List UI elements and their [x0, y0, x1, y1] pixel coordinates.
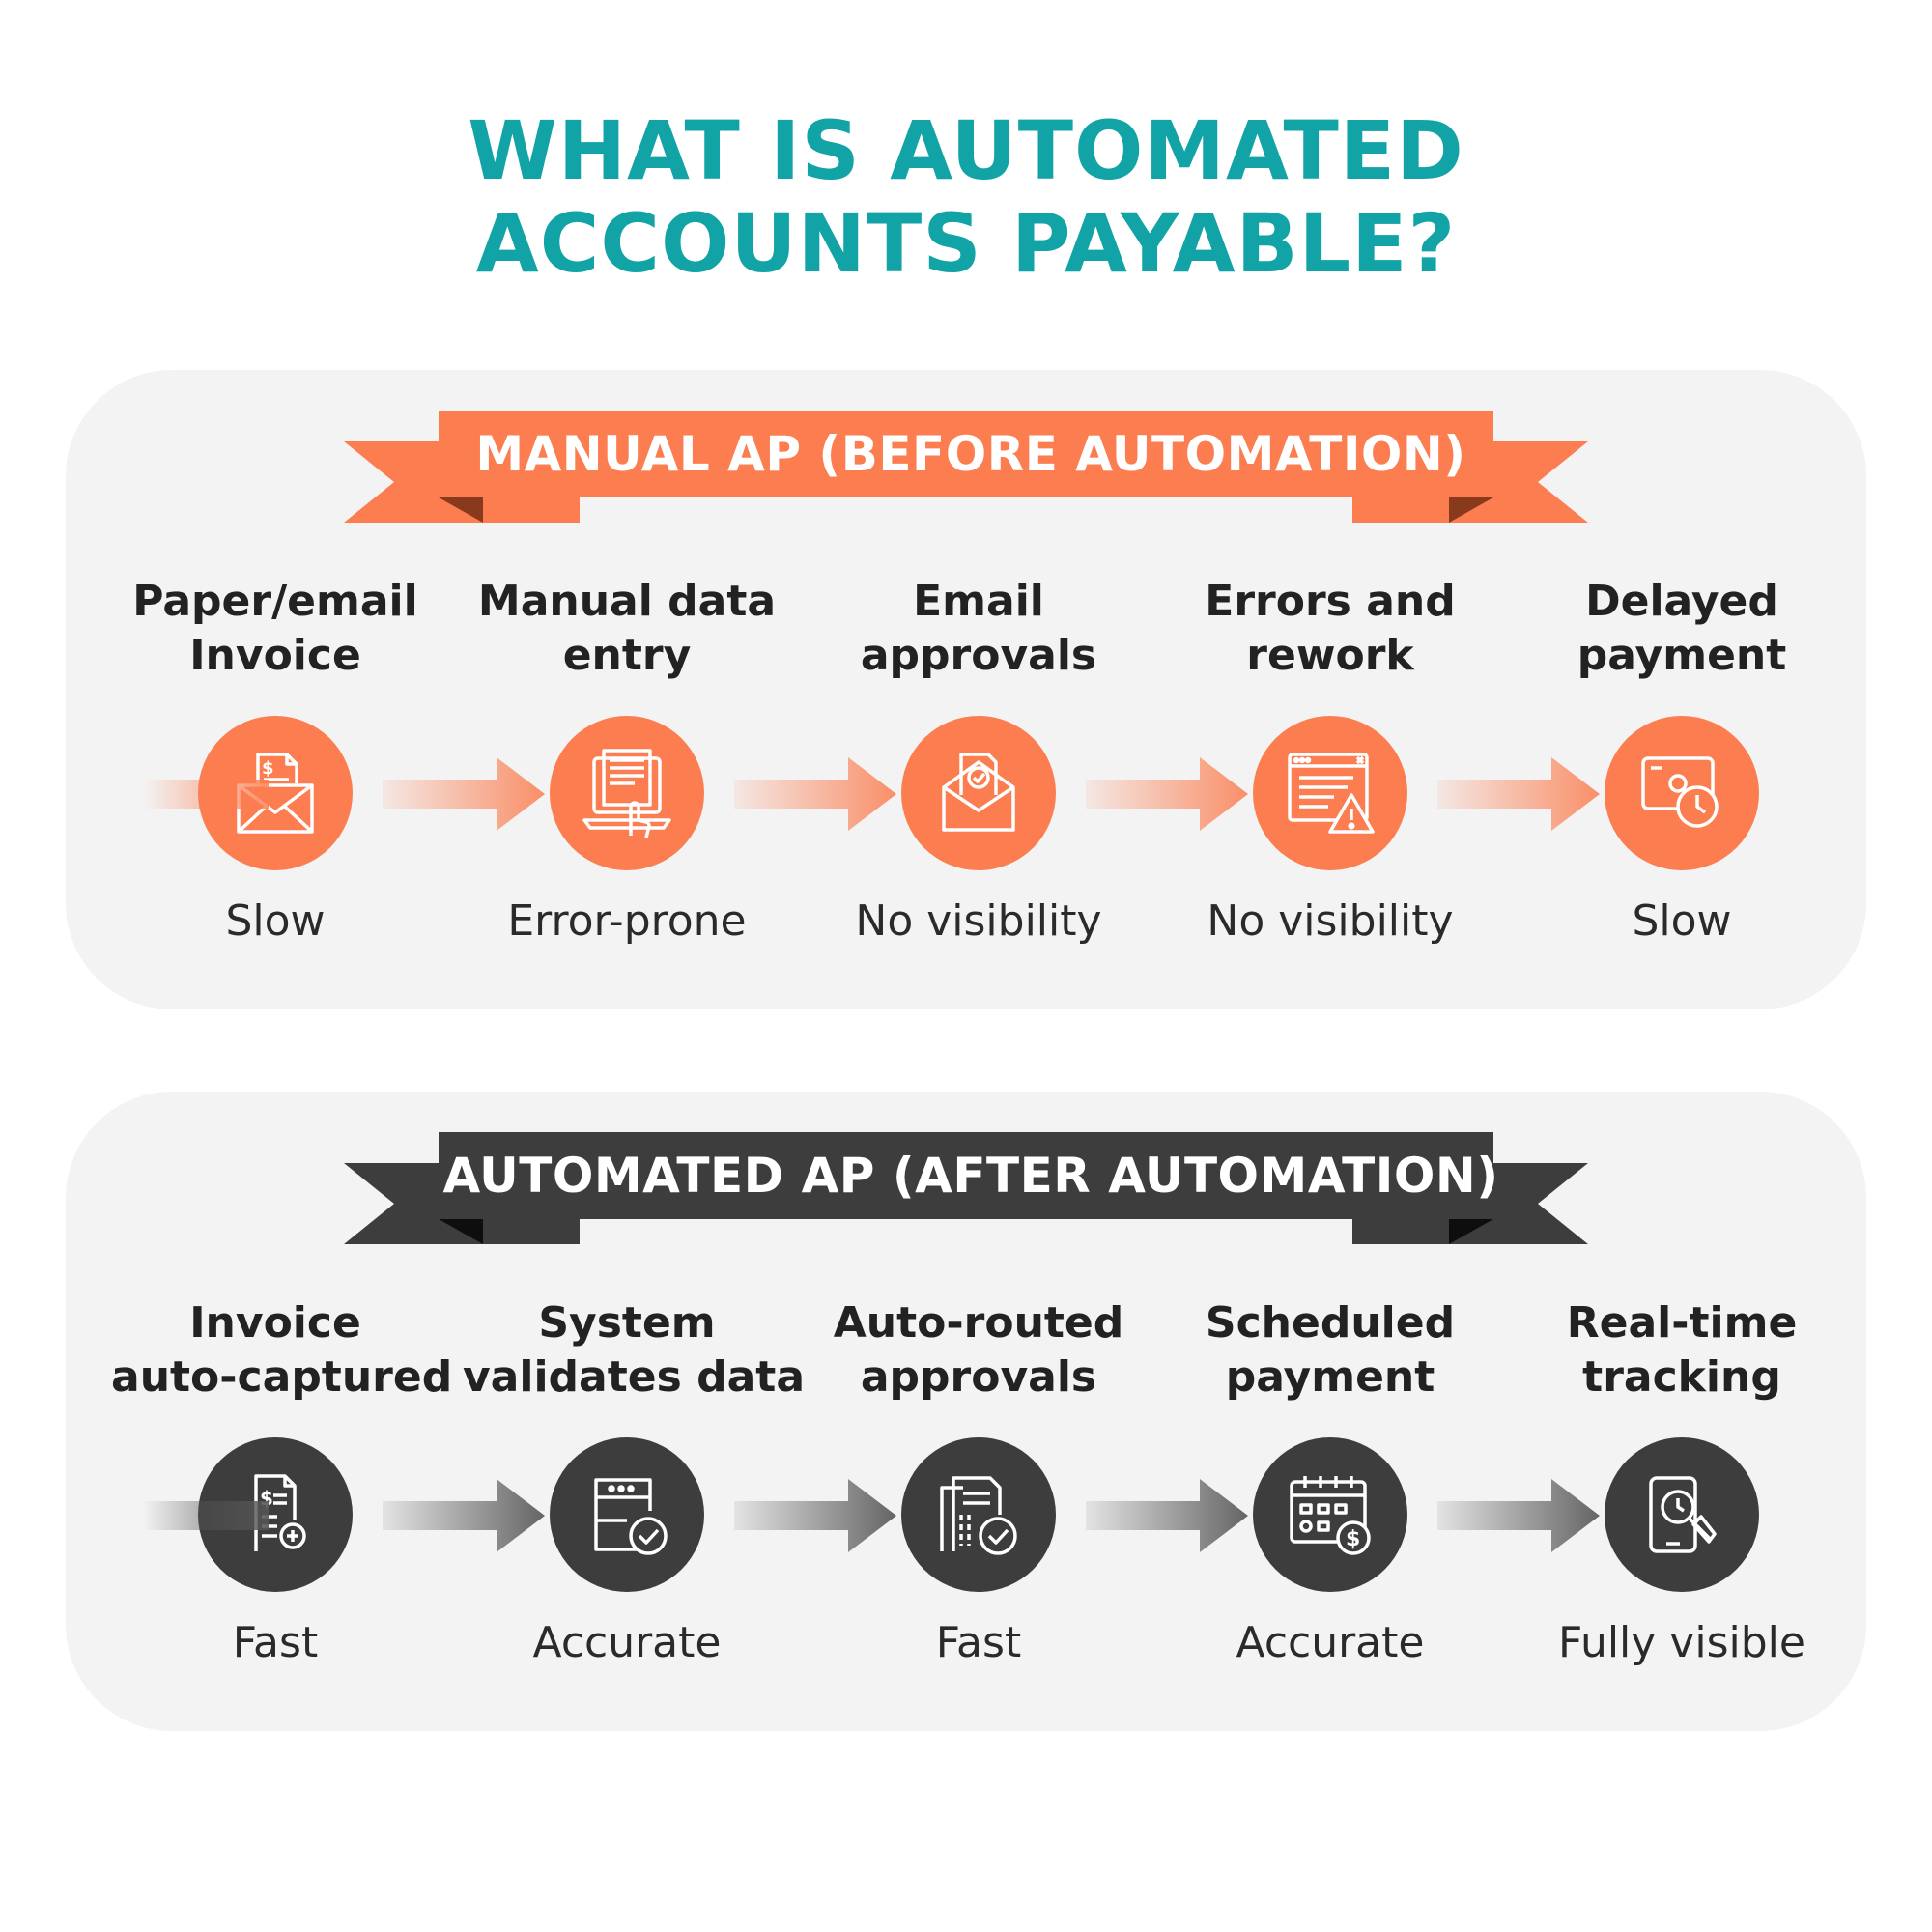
- step-result: Accurate: [532, 1618, 722, 1667]
- manual-ap-panel: MANUAL AP (BEFORE AUTOMATION) Paper/emai…: [66, 370, 1866, 1009]
- flow-arrow: [1086, 757, 1248, 831]
- lead-in-arrow: [143, 1501, 269, 1530]
- data-validation-icon: [550, 1437, 704, 1592]
- lead-in-arrow: [143, 780, 269, 809]
- scheduled-payment-icon: $: [1253, 1437, 1407, 1592]
- document-approval-icon: [901, 1437, 1056, 1592]
- flow-arrow: [383, 1479, 545, 1552]
- manual-ribbon-shape: [344, 411, 1588, 523]
- title-line-1: WHAT IS AUTOMATED: [468, 103, 1464, 198]
- flow-arrow: [1086, 1479, 1248, 1552]
- tracking-search-icon: [1605, 1437, 1759, 1592]
- automated-banner-text: AUTOMATED AP (AFTER AUTOMATION): [442, 1148, 1499, 1204]
- step-result: Fast: [935, 1618, 1022, 1667]
- step-result: Slow: [1632, 896, 1732, 946]
- automated-ap-banner: AUTOMATED AP (AFTER AUTOMATION): [66, 1092, 1866, 1246]
- manual-ap-banner: MANUAL AP (BEFORE AUTOMATION): [66, 370, 1866, 525]
- delayed-payment-icon: [1605, 716, 1759, 870]
- step-result: Slow: [225, 896, 326, 946]
- step-result: Fast: [232, 1618, 319, 1667]
- step-result: Accurate: [1236, 1618, 1425, 1667]
- flow-arrow: [383, 757, 545, 831]
- step-result: Fully visible: [1558, 1618, 1805, 1667]
- email-approval-icon: [901, 716, 1056, 870]
- page-title: WHAT IS AUTOMATED ACCOUNTS PAYABLE?: [0, 104, 1932, 290]
- flow-arrow: [1437, 1479, 1600, 1552]
- flow-arrow: [734, 757, 896, 831]
- step-result: Error-prone: [507, 896, 747, 946]
- step-result: No visibility: [855, 896, 1102, 946]
- step-result: No visibility: [1207, 896, 1454, 946]
- error-window-icon: [1253, 716, 1407, 870]
- flow-arrow: [1437, 757, 1600, 831]
- title-line-2: ACCOUNTS PAYABLE?: [475, 196, 1457, 291]
- laptop-typing-icon: [550, 716, 704, 870]
- svg-text:$: $: [1346, 1527, 1360, 1551]
- automated-ribbon-shape: [344, 1132, 1588, 1244]
- manual-banner-text: MANUAL AP (BEFORE AUTOMATION): [475, 426, 1466, 482]
- flow-arrow: [734, 1479, 896, 1552]
- svg-text:$: $: [262, 758, 274, 779]
